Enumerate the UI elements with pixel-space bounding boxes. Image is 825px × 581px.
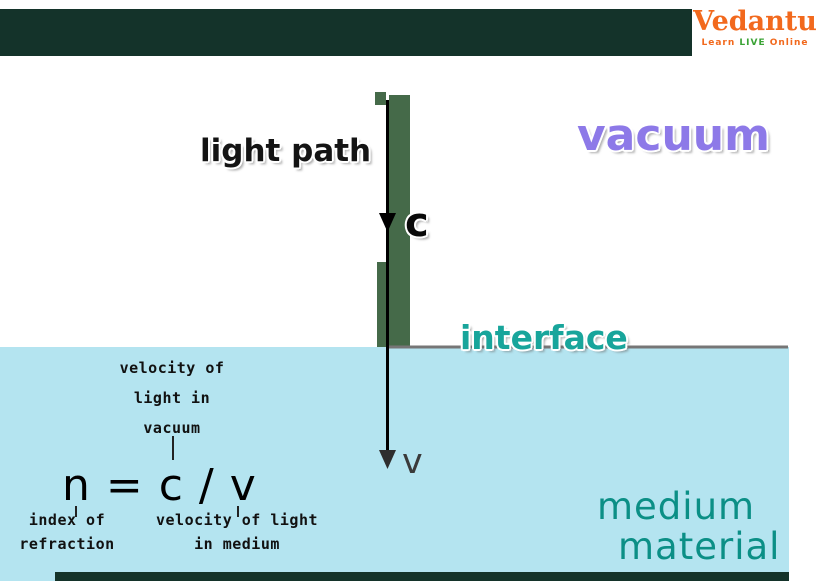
tagline-online: Online (769, 38, 809, 48)
annotation-line: velocity of (119, 359, 225, 377)
medium-material-label-line2: material (618, 525, 781, 568)
vacuum-label: vacuum (577, 110, 770, 161)
annotation-line: in medium (194, 535, 280, 553)
tagline-live: LIVE (739, 38, 766, 48)
top-border-band (0, 9, 692, 56)
annotation-index-of-refraction: index of refraction (14, 508, 120, 556)
velocity-c-label: c (405, 200, 429, 246)
annotation-velocity-medium: velocity of light in medium (147, 508, 327, 556)
annotation-line: velocity of light (155, 511, 319, 529)
vedantu-logo: Vedantu Learn LIVE Online (691, 7, 819, 49)
light-beam-segment-top (375, 92, 386, 105)
annotation-line: vacuum (143, 419, 201, 437)
interface-label: interface (460, 318, 628, 357)
annotation-velocity-vacuum: velocity of light in vacuum (102, 353, 242, 443)
annotation-line: refraction (19, 535, 115, 553)
medium-material-label-line1: medium (597, 485, 756, 528)
annotation-line: light in (133, 389, 211, 407)
c-arrowhead-icon (379, 213, 396, 232)
vedantu-logo-text: Vedantu (693, 6, 817, 37)
refractive-index-equation: n = c / v (62, 460, 257, 511)
light-path-label: light path (200, 133, 372, 169)
annotation-line: index of (28, 511, 106, 529)
tagline-learn: Learn (701, 38, 736, 48)
light-beam-segment-lower (377, 262, 388, 347)
bottom-border-band (55, 572, 789, 581)
vedantu-tagline: Learn LIVE Online (691, 37, 819, 49)
velocity-v-label: v (402, 442, 423, 482)
